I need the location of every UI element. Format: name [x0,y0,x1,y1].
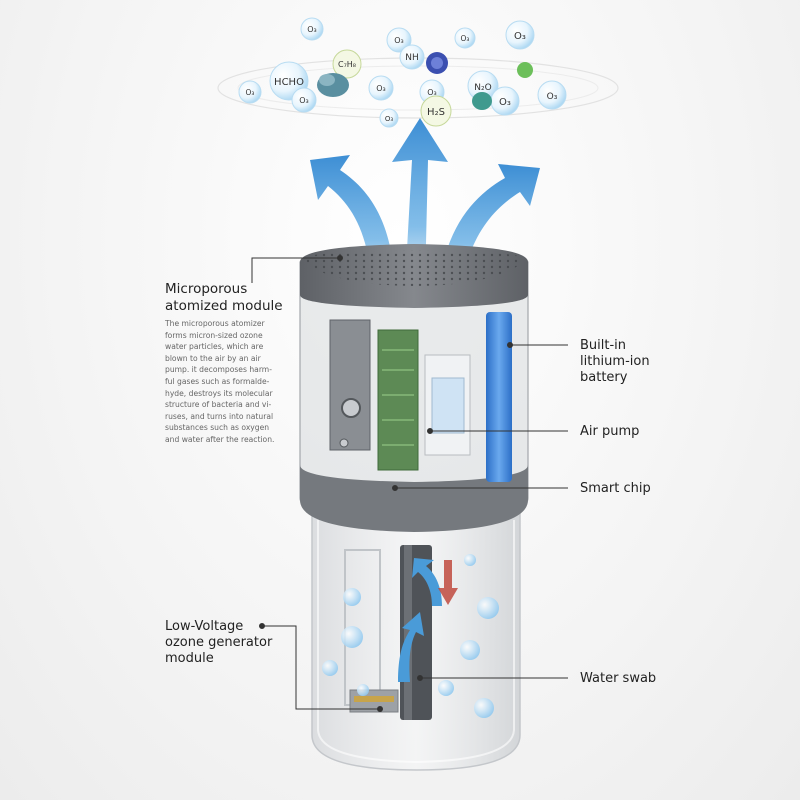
o3-label: O₃ [307,25,317,34]
water-bubble [341,626,363,648]
generator-plate [354,696,394,702]
o3-bubble [238,80,262,104]
desc-line: forms micron-sized ozone [165,330,263,340]
label-line: Low-Voltage [165,619,244,634]
o3-label: O₃ [299,96,309,105]
leader-lines [251,255,568,712]
o3-bubble [505,20,535,50]
lithium-battery [486,312,512,482]
c7h8-bubble [332,49,362,79]
smart-chip-label: Smart chip [580,481,651,496]
desc-line: and water after the reaction. [165,434,275,444]
leader-dot [417,675,423,681]
pollutant-cluster-icon [472,92,492,110]
label-line: ozone generator [165,635,273,650]
microporous-module-label: Microporous atomized module [165,281,283,315]
molecules-cloud: O₃ O₃ O₃ O₃ NH C₇H₈ HCHO O₃ O₃ O₃ O₃ H₂S… [238,17,567,128]
o3-bubble [537,80,567,110]
o3-bubble [300,17,324,41]
air-pump-core [431,377,465,434]
water-bubble [343,588,361,606]
label-line: lithium-ion [580,354,650,369]
desc-line: ruses, and turns into natural [165,411,274,421]
water-bubble [474,698,494,718]
h2s-label: H₂S [427,107,445,118]
o3-label: O₃ [385,115,394,123]
screw-icon [341,398,361,418]
leader-dot [337,255,343,261]
flow-arrow-up-lower [398,612,424,682]
flow-arrow-up-upper [412,558,442,606]
label-line: battery [580,370,628,385]
microporous-description: The microporous atomizer forms micron-si… [165,318,283,446]
h2s-bubble [420,95,452,127]
virus-particle-core [431,57,443,69]
desc-line: substances such as oxygen [165,423,270,433]
leader-dot [427,428,433,434]
water-bubble [322,660,338,676]
circuit-traces [382,349,414,446]
leader-dot [507,342,513,348]
o3-bubble [386,27,412,53]
leader-dot [392,485,398,491]
desc-line: water particles, which are [165,342,264,352]
leader-ozone-generator [262,625,380,710]
arrow-center [392,118,448,285]
o3-label: O₃ [246,88,255,97]
o3-label: O₃ [376,84,386,93]
o3-bubble [454,27,476,49]
pollutant-cluster-highlight [319,74,335,86]
air-pump-label: Air pump [580,424,640,439]
o3-label: O₃ [427,88,437,97]
microporous-grille [306,250,522,286]
desc-line: blown to the air by an air [165,353,261,363]
desc-line: The microporous atomizer [165,319,265,328]
label-line: module [165,651,214,666]
desc-line: hyde, destroys its molecular [165,388,273,398]
label-line: atomized module [165,298,283,314]
desc-line: pump. it decomposes harm- [165,365,272,375]
water-bubble [438,680,454,696]
n2o-label: N₂O [474,83,491,93]
ozone-generator-label: Low-Voltage ozone generator module [165,619,272,667]
bacteria-particle-icon [517,62,533,78]
o3-label: O₃ [547,92,558,102]
o3-bubble [379,108,399,128]
water-bubble [477,597,499,619]
desc-line: ful gases such as formalde- [165,376,270,386]
leader-dot [377,706,383,712]
desc-line: structure of bacteria and vi- [165,400,272,410]
o3-label: O₃ [514,31,526,42]
c7h8-label: C₇H₈ [338,60,356,69]
water-swab-label: Water swab [580,671,657,686]
hcho-label: HCHO [274,77,304,88]
o3-label: O₃ [499,97,511,108]
label-line: Built-in [580,338,627,353]
water-swab-highlight [404,545,412,720]
o3-label: O₃ [394,36,404,45]
circuit-board [377,329,419,471]
leader-dot [259,623,265,629]
water-bubble [357,684,369,696]
water-bubble [460,640,480,660]
screw-icon [339,438,349,448]
water-bubble [464,554,476,566]
battery-label: Built-in lithium-ion battery [580,338,650,386]
nh3-label: NH [405,53,419,63]
flow-arrow-down [438,560,458,605]
purifier-device [299,244,529,771]
housing-base-ring [300,465,528,532]
label-line: Microporous [165,281,248,297]
o3-bubble [291,87,317,113]
tank-highlight [317,520,515,764]
nh3-bubble [399,44,425,70]
o3-bubble [368,75,394,101]
pump-bracket [329,319,371,451]
leader-microporous [251,257,340,283]
o3-label: O₃ [461,34,470,43]
